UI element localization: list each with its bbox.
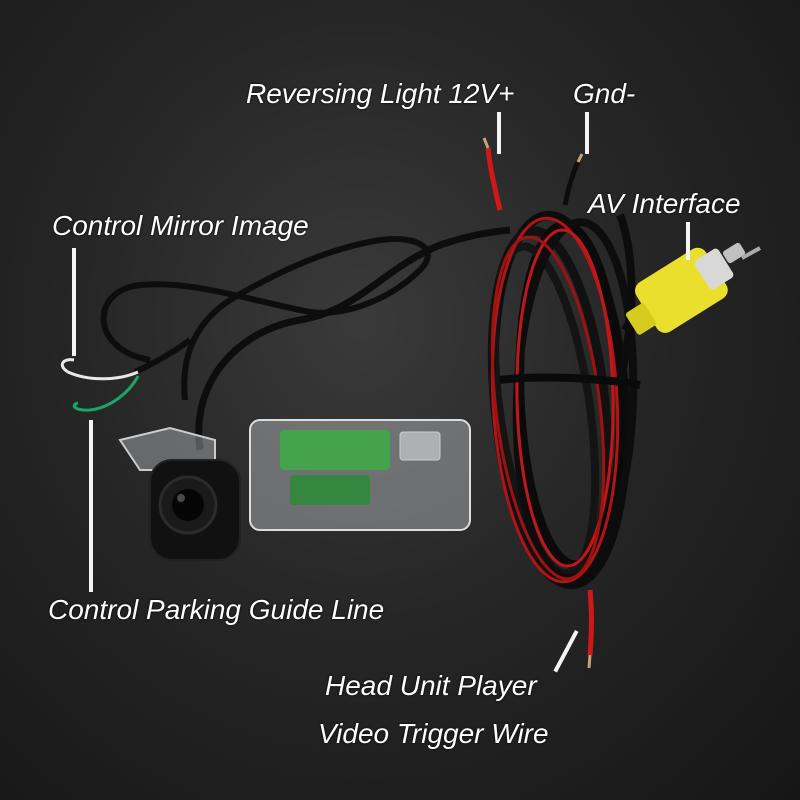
pointer-reversing-light (497, 112, 501, 154)
label-head-unit-line1: Head Unit Player (325, 670, 537, 701)
camera-unit (118, 419, 471, 561)
green-wire (72, 375, 140, 412)
label-reversing-light: Reversing Light 12V+ (246, 78, 515, 109)
trigger-red-wire (587, 589, 594, 656)
control-wires-cable (133, 337, 192, 375)
thin-cable (195, 226, 511, 451)
black-lead-wire (562, 160, 581, 206)
label-gnd: Gnd- (573, 78, 636, 109)
trigger-red-tip (587, 654, 592, 669)
label-head-unit-line2: Video Trigger Wire (318, 718, 549, 749)
black-lead-tip (576, 153, 584, 163)
label-control-mirror: Control Mirror Image (52, 210, 309, 241)
pointer-control-mirror (72, 248, 76, 356)
label-control-parking: Control Parking Guide Line (48, 594, 385, 625)
red-lead-tip (482, 137, 490, 149)
red-lead-wire (485, 147, 503, 211)
pointer-av-interface (686, 222, 690, 260)
thin-cable-loop (100, 236, 431, 401)
pointer-gnd (585, 112, 589, 154)
rca-connector (621, 242, 761, 335)
pointer-control-parking (89, 420, 93, 592)
label-av-interface: AV Interface (588, 188, 741, 219)
cable-coil (487, 210, 641, 590)
white-wire (60, 358, 139, 381)
